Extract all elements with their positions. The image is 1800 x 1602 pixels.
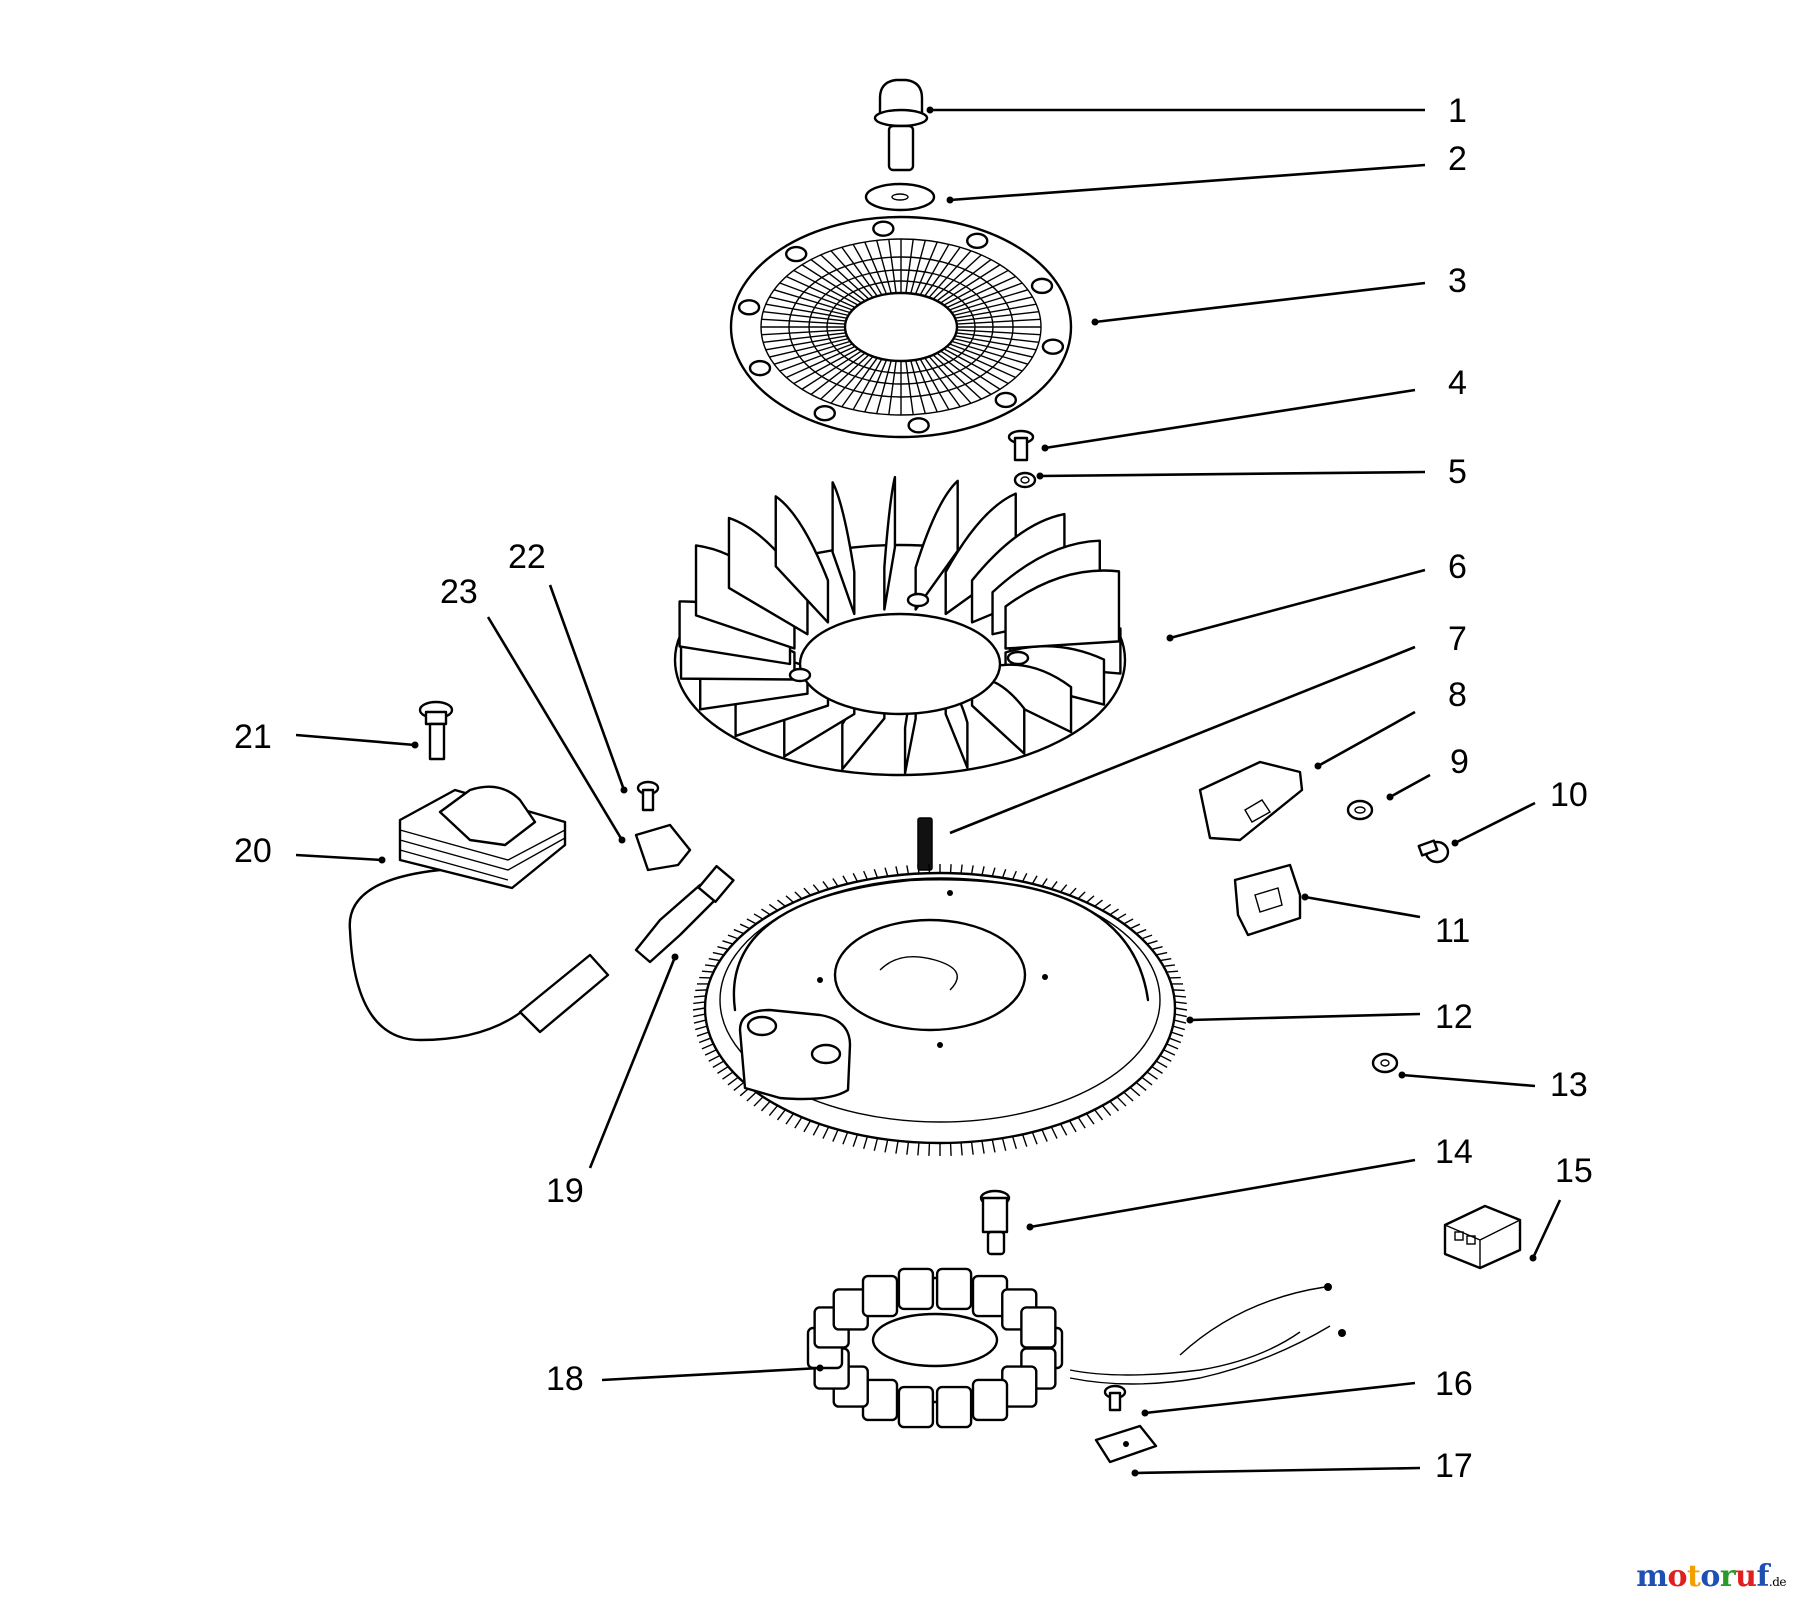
watermark-letter: o xyxy=(1700,1559,1720,1594)
part-16-screw xyxy=(1103,1384,1127,1412)
callout-9: 9 xyxy=(1450,743,1469,781)
callout-4: 4 xyxy=(1448,364,1467,402)
callout-14: 14 xyxy=(1435,1133,1473,1171)
site-watermark: motoruf.de xyxy=(1636,1559,1786,1594)
callout-7: 7 xyxy=(1448,620,1467,658)
callout-16: 16 xyxy=(1435,1365,1473,1403)
callout-8: 8 xyxy=(1448,676,1467,714)
part-7-key xyxy=(917,817,933,871)
callout-10: 10 xyxy=(1550,776,1588,814)
callout-15: 15 xyxy=(1555,1152,1593,1190)
callout-leaders xyxy=(295,106,1562,1477)
watermark-wordmark: motoruf xyxy=(1636,1559,1769,1594)
callout-3: 3 xyxy=(1448,262,1467,300)
part-20-ignition-module xyxy=(348,785,610,1042)
callout-11: 11 xyxy=(1435,912,1470,950)
part-21-bolt xyxy=(418,700,454,761)
callout-22: 22 xyxy=(508,538,546,576)
callout-20: 20 xyxy=(234,832,272,870)
part-10-screw xyxy=(1417,839,1450,864)
part-4-screw xyxy=(1007,429,1035,462)
callout-19: 19 xyxy=(546,1172,584,1210)
part-12-flywheel xyxy=(692,864,1188,1156)
part-18-stator xyxy=(806,1267,1346,1429)
watermark-letter: o xyxy=(1667,1559,1687,1594)
watermark-letter: u xyxy=(1735,1559,1757,1594)
callout-5: 5 xyxy=(1448,453,1467,491)
callout-21: 21 xyxy=(234,718,272,756)
callout-18: 18 xyxy=(546,1360,584,1398)
part-17-clip xyxy=(1094,1424,1158,1464)
callout-12: 12 xyxy=(1435,998,1473,1036)
watermark-letter: r xyxy=(1719,1559,1736,1594)
part-8-rectifier xyxy=(1198,760,1304,842)
part-22-screw xyxy=(636,780,660,812)
callout-2: 2 xyxy=(1448,140,1467,178)
part-2-washer xyxy=(864,182,936,212)
watermark-letter: f xyxy=(1756,1559,1769,1594)
watermark-letter: m xyxy=(1636,1559,1668,1594)
part-15-connector xyxy=(1443,1204,1522,1270)
part-3-grass-screen xyxy=(729,215,1073,439)
part-11-connector xyxy=(1233,863,1302,937)
callout-23: 23 xyxy=(440,573,478,611)
part-6-cooling-fan xyxy=(673,475,1127,777)
callout-6: 6 xyxy=(1448,548,1467,586)
callout-1: 1 xyxy=(1448,92,1467,130)
part-5-washer xyxy=(1013,471,1037,489)
callout-13: 13 xyxy=(1550,1066,1588,1104)
watermark-letter: t xyxy=(1686,1559,1701,1594)
part-19-spark-plug xyxy=(634,865,735,964)
callout-17: 17 xyxy=(1435,1447,1473,1485)
watermark-suffix: .de xyxy=(1768,1575,1787,1589)
part-23-clamp xyxy=(634,823,692,872)
part-1-bolt xyxy=(873,78,929,172)
part-13-washer xyxy=(1371,1052,1399,1074)
part-9-lockwasher xyxy=(1346,799,1374,821)
part-14-screw xyxy=(979,1189,1011,1256)
callout-labels: 1 2 3 4 5 6 7 8 9 10 11 12 13 14 15 16 1… xyxy=(234,92,1593,1485)
